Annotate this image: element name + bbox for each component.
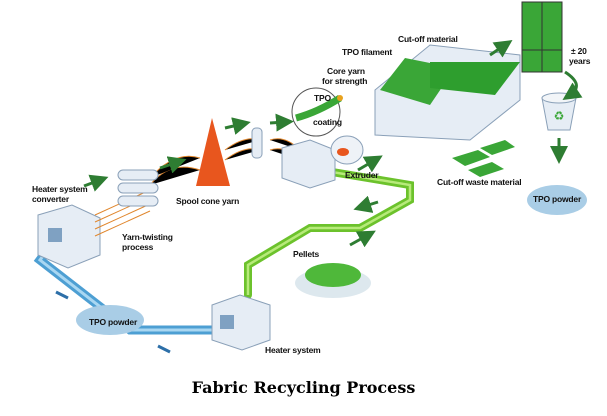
label-cutoff-waste: Cut-off waste material — [437, 177, 521, 187]
spool-cone — [196, 118, 230, 186]
pellets-dish — [295, 263, 371, 298]
label-tpo-powder-left: TPO powder — [89, 317, 138, 327]
fabric-machine — [374, 44, 521, 141]
process-arrows — [83, 40, 583, 248]
recycle-bin: ♻ — [541, 92, 577, 131]
label-spool-cone-yarn: Spool cone yarn — [176, 196, 239, 206]
label-core-yarn-1: Core yarn — [327, 66, 365, 76]
label-pellets: Pellets — [293, 249, 319, 259]
label-years-2: years — [569, 56, 591, 66]
guide-roller — [251, 127, 263, 159]
tpo-powder-cloud-left — [76, 305, 144, 335]
label-extruder: Extruder — [345, 170, 379, 180]
window-product — [521, 1, 563, 73]
label-yarn-twisting-1: Yarn-twisting — [122, 232, 173, 242]
extruder-machine — [281, 135, 364, 189]
label-heater-converter-1: Heater system — [32, 184, 88, 194]
label-cutoff-material: Cut-off material — [398, 34, 458, 44]
label-heater-system: Heater system — [265, 345, 321, 355]
heater-system-machine — [211, 294, 271, 351]
yarn-twisting-rollers — [117, 169, 159, 207]
label-core-yarn-2: for strength — [322, 76, 367, 86]
figure-caption: Fabric Recycling Process — [191, 378, 416, 397]
heater-converter-machine — [37, 204, 101, 269]
label-coating: coating — [313, 117, 342, 127]
label-tpo-filament: TPO filament — [342, 47, 392, 57]
blue-arrows — [55, 290, 171, 354]
recycle-icon: ♻ — [554, 109, 565, 123]
label-heater-converter-2: converter — [32, 194, 70, 204]
tpo-powder-cloud-right — [527, 185, 587, 215]
label-yarn-twisting-2: process — [122, 242, 154, 252]
label-tpo-powder-right: TPO powder — [533, 194, 582, 204]
cutoff-waste-pieces — [452, 140, 515, 177]
label-tpo: TPO — [314, 93, 331, 103]
label-years-1: ± 20 — [571, 46, 587, 56]
tpo-filament-detail — [291, 87, 343, 137]
